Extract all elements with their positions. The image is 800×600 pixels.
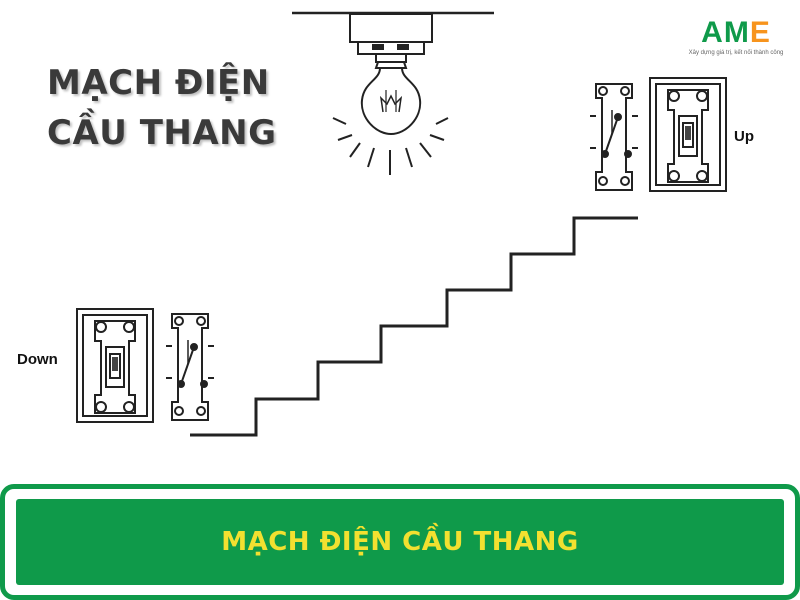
logo-tagline: Xây dựng giá trị, kết nối thành công bbox=[688, 50, 784, 56]
banner-title: MẠCH ĐIỆN CẦU THANG bbox=[221, 527, 579, 557]
logo-mark: AME bbox=[686, 18, 786, 48]
bottom-banner: MẠCH ĐIỆN CẦU THANG bbox=[0, 484, 800, 600]
down-label: Down bbox=[17, 351, 58, 368]
banner-fill: MẠCH ĐIỆN CẦU THANG bbox=[16, 499, 784, 585]
wall-switch-plate-icon bbox=[649, 77, 727, 192]
ame-logo: AME Xây dựng giá trị, kết nối thành công bbox=[686, 18, 786, 57]
logo-letter-m: M bbox=[723, 16, 750, 49]
page-title-line-2: CẦU THANG bbox=[47, 113, 277, 153]
three-way-switch-icon bbox=[590, 83, 638, 191]
light-bulb-icon bbox=[292, 11, 494, 175]
page-title-line-1: MẠCH ĐIỆN bbox=[47, 63, 270, 103]
up-label: Up bbox=[734, 128, 754, 145]
logo-letter-e: E bbox=[749, 16, 771, 49]
staircase-icon bbox=[190, 216, 638, 437]
wall-switch-plate-icon bbox=[76, 308, 154, 423]
three-way-switch-icon bbox=[166, 313, 214, 421]
logo-letter-a: A bbox=[701, 16, 724, 49]
